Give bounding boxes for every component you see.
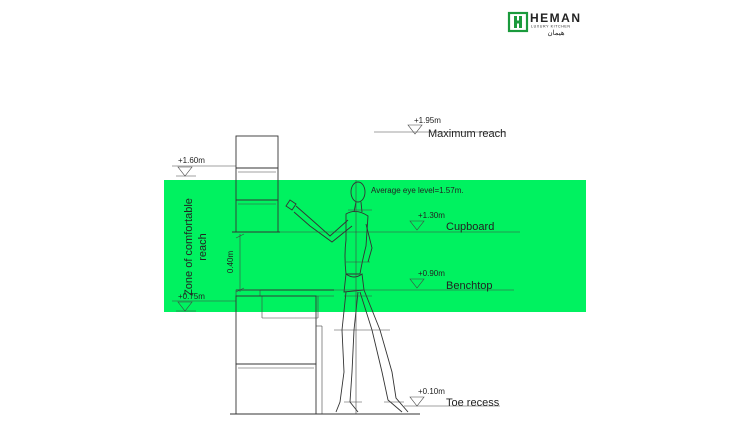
eye-level-label: Average eye level=1.57m. bbox=[371, 186, 464, 195]
figure-head bbox=[350, 181, 366, 203]
level-marker-bottom: +0.75m bbox=[172, 292, 236, 312]
level-value-maximum-reach: +1.95m bbox=[414, 116, 441, 125]
level-marker-benchtop: +0.90m Benchtop bbox=[334, 269, 514, 292]
level-triangle-icon bbox=[409, 220, 425, 231]
level-label-maximum-reach: Maximum reach bbox=[428, 128, 506, 140]
level-triangle-icon bbox=[177, 301, 193, 312]
level-marker-toe-recess: +0.10m Toe recess bbox=[404, 387, 500, 409]
zone-label: Zone of comfortable reach bbox=[183, 198, 209, 296]
logo-name: HEMAN bbox=[530, 11, 582, 25]
level-triangle-icon bbox=[409, 278, 425, 289]
level-value-bottom: +0.75m bbox=[178, 292, 205, 301]
level-marker-maximum-reach: +1.95m Maximum reach bbox=[374, 116, 506, 140]
level-marker-top: +1.60m bbox=[172, 156, 236, 177]
level-triangle-icon bbox=[409, 396, 425, 407]
base-cabinet bbox=[230, 289, 420, 415]
level-label-cupboard: Cupboard bbox=[446, 221, 494, 233]
figure-hand bbox=[285, 199, 297, 211]
level-triangle-icon bbox=[407, 124, 423, 135]
logo-tagline: LUXURY KITCHEN bbox=[531, 25, 571, 29]
gap-dimension-label: 0.40m bbox=[226, 251, 235, 274]
level-value-top: +1.60m bbox=[178, 156, 205, 165]
zone-label-line2: reach bbox=[197, 233, 209, 261]
level-value-toe-recess: +0.10m bbox=[418, 387, 445, 396]
upper-cabinet bbox=[232, 135, 280, 233]
comfort-zone-band bbox=[164, 180, 586, 312]
level-label-toe-recess: Toe recess bbox=[446, 397, 500, 409]
logo-tagline-fa: هیمان bbox=[547, 29, 564, 37]
level-label-benchtop: Benchtop bbox=[446, 280, 492, 292]
heman-logo: HEMAN LUXURY KITCHEN هیمان bbox=[507, 11, 582, 37]
logo-mark-frame bbox=[507, 11, 529, 33]
level-value-cupboard: +1.30m bbox=[418, 211, 445, 220]
level-triangle-icon bbox=[177, 166, 193, 177]
level-marker-cupboard: +1.30m Cupboard bbox=[280, 211, 520, 233]
level-value-benchtop: +0.90m bbox=[418, 269, 445, 278]
logo-mark-cross-bar bbox=[514, 20, 522, 24]
zone-label-line1: Zone of comfortable bbox=[183, 198, 195, 296]
